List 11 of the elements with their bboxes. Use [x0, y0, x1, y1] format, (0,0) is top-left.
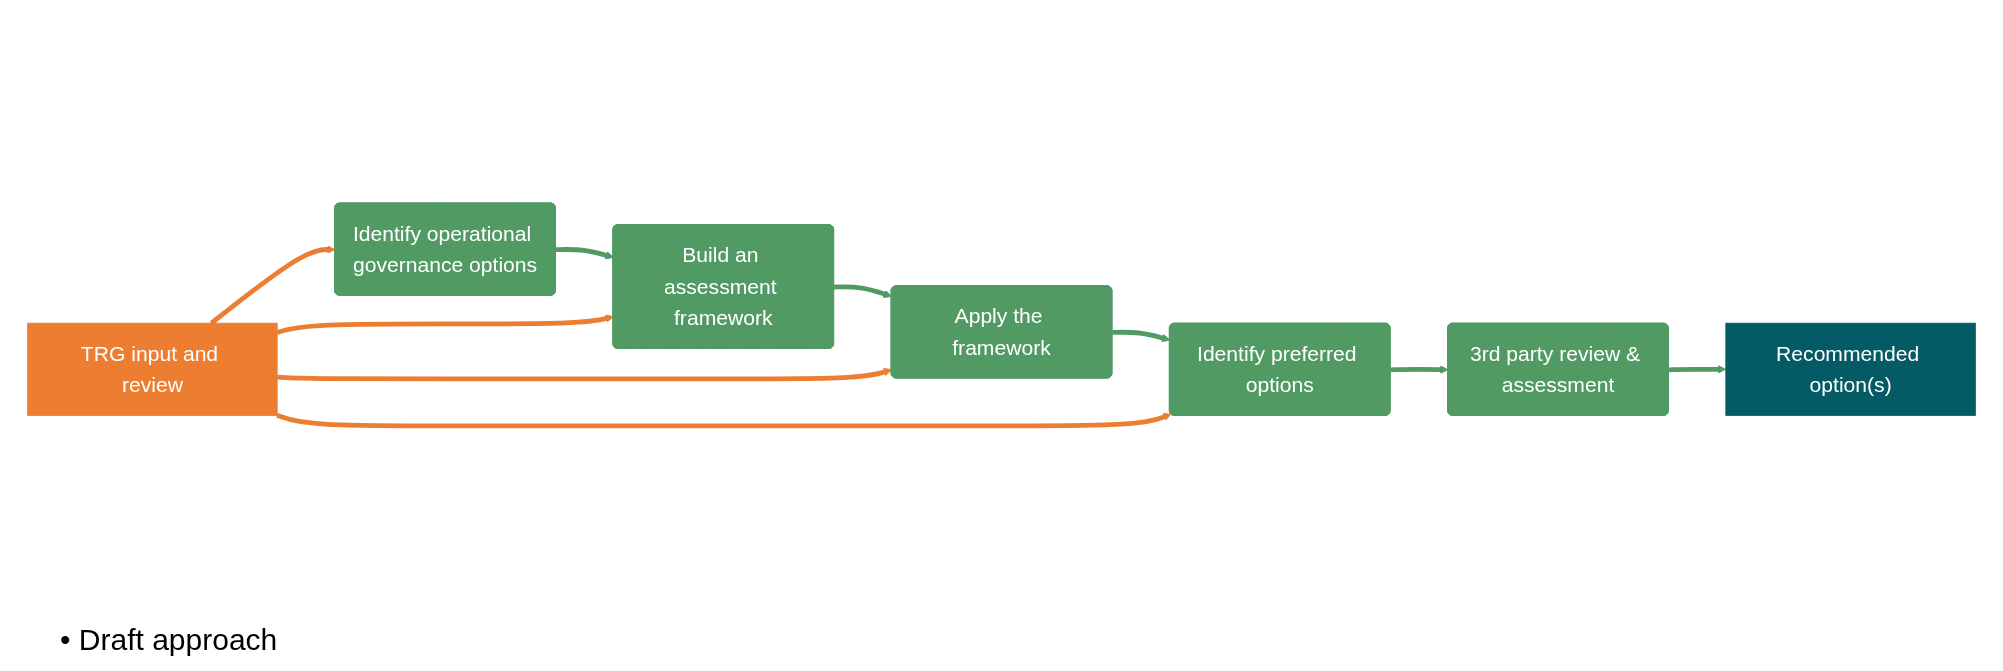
arrow — [276, 413, 1172, 429]
arrow — [276, 314, 614, 335]
arrow — [834, 284, 893, 298]
node-box: TRG input and review — [27, 322, 278, 416]
arrow — [1112, 329, 1171, 343]
node-box: Recommended option(s) — [1725, 322, 1976, 416]
arrow — [1390, 365, 1449, 374]
arrow — [555, 247, 614, 260]
arrow — [277, 367, 893, 382]
bullet-note: • Draft approach — [60, 623, 279, 657]
arrow — [1668, 365, 1727, 374]
